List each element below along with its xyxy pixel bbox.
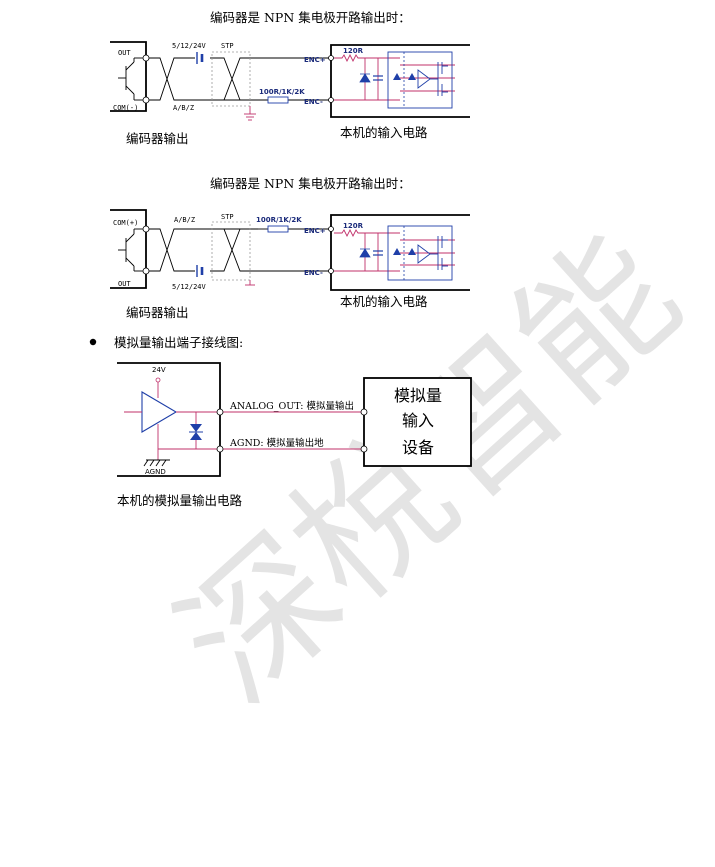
section-npn-1: 编码器是 NPN 集电极开路输出时： OUT COM(-) <box>110 10 470 146</box>
battery-symbol-2 <box>196 265 204 277</box>
terminal-analog-out <box>216 408 224 416</box>
input-circuit-frame <box>330 44 470 118</box>
optocoupler-box-2 <box>387 225 453 281</box>
terminal-com <box>142 96 150 104</box>
terminal-enc-minus <box>328 97 334 103</box>
enc-minus-label-2: ENC- <box>304 269 323 277</box>
filter-capacitor-2 <box>373 250 383 256</box>
input-wires-2 <box>334 228 455 272</box>
input-circuit-frame-2 <box>330 214 470 291</box>
ground-label: AGND <box>145 468 166 476</box>
analog-input-device-box <box>363 377 472 467</box>
npn-transistor <box>118 57 146 101</box>
section2-title: 编码器是 NPN 集电极开路输出时： <box>210 176 411 191</box>
enc-minus-label: ENC- <box>304 98 323 106</box>
analog-output-frame <box>117 362 221 477</box>
series-resistor <box>267 96 289 104</box>
filter-capacitor <box>373 75 383 81</box>
supply-label: 24V <box>152 366 166 374</box>
encoder-frame <box>110 41 147 112</box>
terminal-enc-minus-2 <box>328 268 334 274</box>
device-label-line3: 设备 <box>402 438 434 457</box>
voltage-label-2: 5/12/24V <box>172 283 207 291</box>
pin-com-label: COM(-) <box>113 104 138 112</box>
output-transistor-icon <box>430 62 448 96</box>
section-analog-output: 模拟量输出端子接线图: 24V AGND ANALOG_OUT: 模拟量输出 A… <box>89 335 472 508</box>
section3-bullet: 模拟量输出端子接线图: <box>114 335 243 350</box>
shield-ground-icon <box>244 106 256 121</box>
section2-left-caption: 编码器输出 <box>126 305 189 320</box>
section-npn-2: 编码器是 NPN 集电极开路输出时： COM(+) OUT <box>110 176 470 320</box>
section1-right-caption: 本机的输入电路 <box>340 125 428 140</box>
opto-led-icon-2 <box>393 248 401 255</box>
shield-label: STP <box>221 42 234 50</box>
terminal-out <box>142 54 150 62</box>
series-resistor-2 <box>267 225 289 233</box>
op-amp-icon <box>141 391 178 433</box>
voltage-label: 5/12/24V <box>172 42 207 50</box>
resistor-label: 100R/1K/2K <box>259 88 305 96</box>
device-label-line2: 输入 <box>402 411 434 430</box>
optocoupler-box <box>387 51 453 109</box>
enc-plus-label-2: ENC+ <box>304 227 326 235</box>
opto-buffer-icon-2 <box>417 244 431 264</box>
supply-terminal <box>155 377 161 383</box>
section3-caption: 本机的模拟量输出电路 <box>117 493 243 508</box>
protection-diode <box>359 73 371 83</box>
pin-out-label: OUT <box>118 49 131 57</box>
terminal-enc-plus <box>328 55 334 61</box>
analog-out-line-label: ANALOG_OUT: 模拟量输出 <box>229 400 354 412</box>
input-res-label-2: 120R <box>343 222 364 230</box>
device-terminal-1 <box>360 408 368 416</box>
bullet-dot <box>89 338 97 346</box>
protection-diode-2 <box>359 248 371 258</box>
enc-plus-label: ENC+ <box>304 56 326 64</box>
opto-led-icon <box>393 73 401 80</box>
section2-right-caption: 本机的输入电路 <box>340 294 428 309</box>
shield-label-2: STP <box>221 213 234 221</box>
signal-label: A/B/Z <box>173 104 194 112</box>
output-transistor-icon-2 <box>430 236 448 270</box>
shield-box <box>211 51 251 107</box>
terminal-out-2 <box>142 267 150 275</box>
terminal-agnd <box>216 445 224 453</box>
section1-left-caption: 编码器输出 <box>126 131 189 146</box>
cable-wires-2 <box>149 228 330 272</box>
agnd-ground-icon <box>143 459 170 467</box>
watermark-text: 深梲智能 <box>148 204 710 735</box>
opto-buffer-icon <box>417 69 431 89</box>
terminal-enc-plus-2 <box>328 226 334 232</box>
battery-symbol <box>196 52 204 64</box>
agnd-line-label: AGND: 模拟量输出地 <box>229 437 324 449</box>
device-terminal-2 <box>360 445 368 453</box>
signal-label-2: A/B/Z <box>174 216 195 224</box>
shield-ground-icon-2 <box>245 280 255 286</box>
encoder-frame-2 <box>110 209 147 289</box>
device-label-line1: 模拟量 <box>394 386 442 405</box>
resistor-label-2: 100R/1K/2K <box>256 216 302 224</box>
cable-wires <box>149 57 330 101</box>
pin-out-label-2: OUT <box>118 280 131 288</box>
watermark: 深梲智能 <box>148 204 710 735</box>
pin-com-plus-label: COM(+) <box>113 219 138 227</box>
npn-transistor-2 <box>118 228 146 272</box>
input-res-label: 120R <box>343 47 364 55</box>
section1-title: 编码器是 NPN 集电极开路输出时： <box>210 10 411 25</box>
terminal-com-plus <box>142 225 150 233</box>
